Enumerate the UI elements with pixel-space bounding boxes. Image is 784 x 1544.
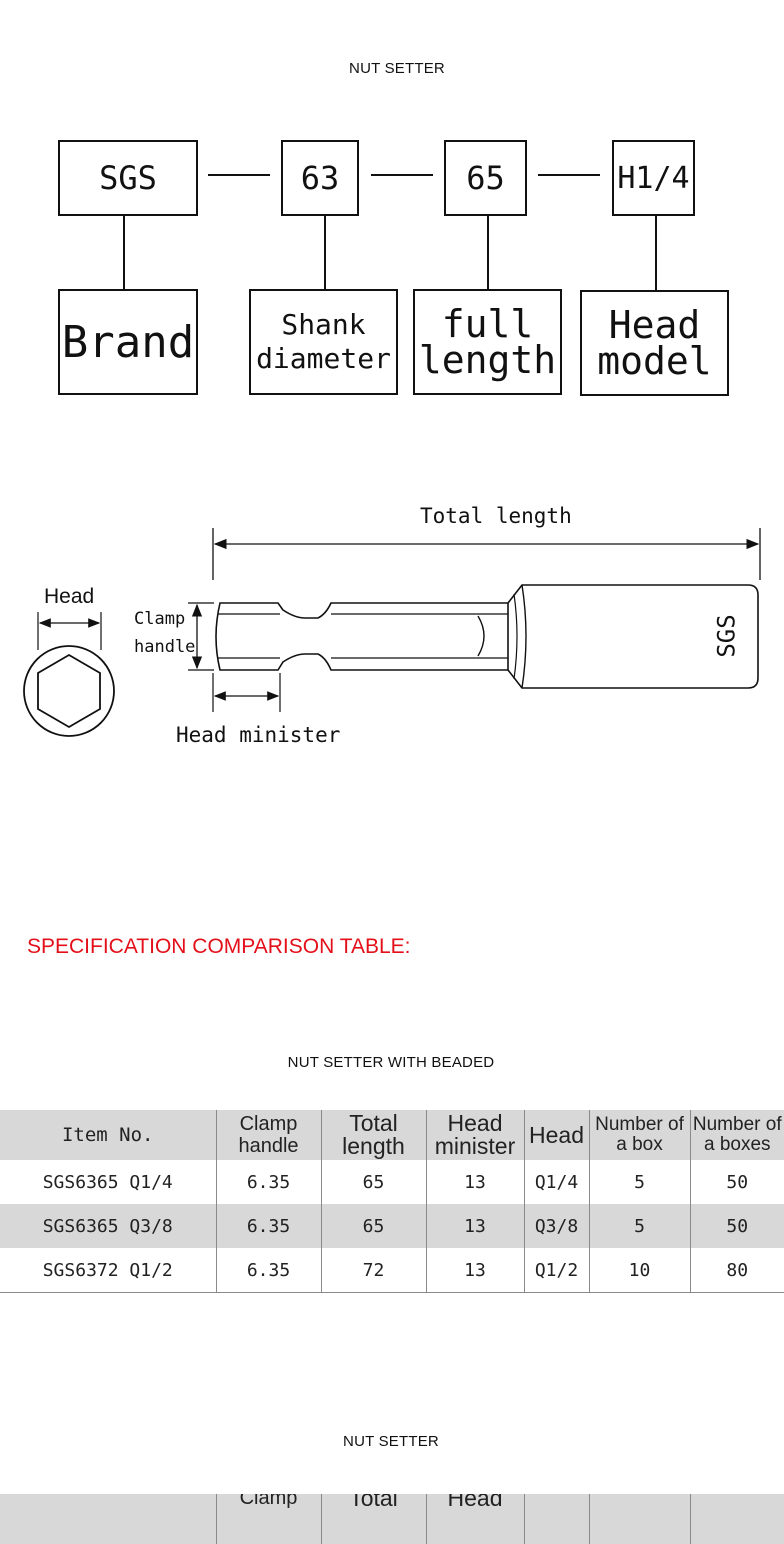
brand-mark: SGS	[712, 614, 741, 658]
header-head: Head	[523, 1110, 589, 1160]
meaning-brand-label: Brand	[61, 316, 195, 368]
bottom-header-boxes	[689, 1494, 784, 1544]
meaning-box-head: Head model	[580, 290, 729, 396]
spec-heading: SPECIFICATION COMPARISON TABLE:	[27, 935, 411, 958]
code-connectors	[123, 174, 657, 290]
cell-clamp: 6.35	[215, 1160, 321, 1204]
cell-clamp: 6.35	[215, 1204, 321, 1248]
cell-head: Q1/4	[523, 1160, 589, 1204]
code-box-brand: SGS	[58, 140, 198, 216]
meaning-length-line1: full	[441, 302, 534, 346]
cell-minister: 13	[425, 1204, 524, 1248]
bottom-header-total: Total	[320, 1494, 426, 1544]
meaning-shank-line2: diameter	[256, 342, 391, 375]
table-row: SGS6372 Q1/2 6.35 72 13 Q1/2 10 80	[0, 1248, 784, 1293]
bottom-header-clamp: Clamp	[215, 1494, 321, 1544]
code-box-length: 65	[444, 140, 527, 216]
nut-setter-drawing	[23, 528, 761, 737]
meaning-head-line2: model	[597, 339, 712, 383]
cell-minister: 13	[425, 1248, 524, 1293]
meaning-head-line1: Head	[608, 303, 701, 347]
cell-box: 10	[588, 1248, 690, 1293]
cell-minister: 13	[425, 1160, 524, 1204]
cell-total: 65	[320, 1204, 426, 1248]
header-item-no: Item No.	[0, 1110, 216, 1160]
cell-total: 72	[320, 1248, 426, 1293]
bottom-header-item	[0, 1494, 216, 1544]
cell-boxes: 50	[689, 1160, 784, 1204]
cell-item: SGS6365 Q3/8	[0, 1204, 216, 1248]
cell-head: Q1/2	[523, 1248, 589, 1293]
cell-total: 65	[320, 1160, 426, 1204]
head-minister-label: Head minister	[176, 723, 341, 747]
bottom-header-minister: Head	[425, 1494, 524, 1544]
head-label: Head	[44, 585, 95, 608]
table-row: SGS6365 Q1/4 6.35 65 13 Q1/4 5 50	[0, 1160, 784, 1204]
meaning-shank-line1: Shank	[281, 308, 366, 341]
bottom-table-header-row: Clamp Total Head	[0, 1494, 784, 1544]
bottom-spec-table: Clamp Total Head	[0, 1494, 784, 1544]
cell-box: 5	[588, 1204, 690, 1248]
bottom-title: NUT SETTER	[343, 1433, 439, 1450]
page-title: NUT SETTER	[349, 60, 445, 77]
total-length-label: Total length	[420, 504, 572, 528]
meaning-length-line2: length	[418, 338, 557, 382]
cell-head: Q3/8	[523, 1204, 589, 1248]
bottom-header-box	[588, 1494, 690, 1544]
cell-boxes: 50	[689, 1204, 784, 1248]
bottom-header-head	[523, 1494, 589, 1544]
code-box-shank: 63	[281, 140, 359, 216]
cell-clamp: 6.35	[215, 1248, 321, 1293]
table-row: SGS6365 Q3/8 6.35 65 13 Q3/8 5 50	[0, 1204, 784, 1248]
code-box-head: H1/4	[612, 140, 695, 216]
meaning-box-brand: Brand	[58, 289, 198, 395]
cell-boxes: 80	[689, 1248, 784, 1293]
cell-item: SGS6372 Q1/2	[0, 1248, 216, 1293]
meaning-box-length: full length	[413, 289, 562, 395]
table-title: NUT SETTER WITH BEADED	[287, 1054, 495, 1071]
cell-item: SGS6365 Q1/4	[42, 1171, 173, 1193]
clamp-label-line2: handle	[134, 637, 196, 657]
meaning-box-shank: Shank diameter	[249, 289, 398, 395]
cell-box: 5	[588, 1160, 690, 1204]
clamp-label-line1: Clamp	[134, 609, 186, 629]
